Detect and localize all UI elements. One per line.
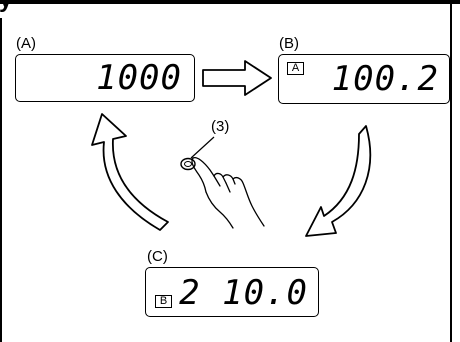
display-b-label: (B)	[279, 35, 299, 52]
display-a-value: 1000	[96, 58, 182, 98]
right-rule	[450, 0, 452, 342]
button-callout-label: (3)	[211, 118, 230, 135]
display-c: B 2 10.0	[145, 267, 319, 317]
display-c-badge: B	[155, 295, 172, 308]
curved-arrow-up-icon	[91, 113, 169, 231]
left-rule	[0, 18, 2, 342]
section-heading: y	[0, 0, 12, 14]
display-c-value: 2 10.0	[179, 273, 308, 313]
display-b-value: 100.2	[331, 59, 439, 99]
pointing-hand-icon	[191, 156, 265, 229]
curved-arrow-down-icon	[305, 125, 372, 237]
top-rule	[0, 0, 460, 4]
display-a: 1000	[15, 54, 195, 102]
display-b-badge: A	[287, 62, 304, 75]
display-a-label: (A)	[16, 35, 36, 52]
arrow-right-icon	[202, 60, 272, 96]
display-b: A 100.2	[278, 54, 450, 104]
callout-leader-line	[190, 136, 215, 159]
display-c-label: (C)	[147, 248, 168, 265]
